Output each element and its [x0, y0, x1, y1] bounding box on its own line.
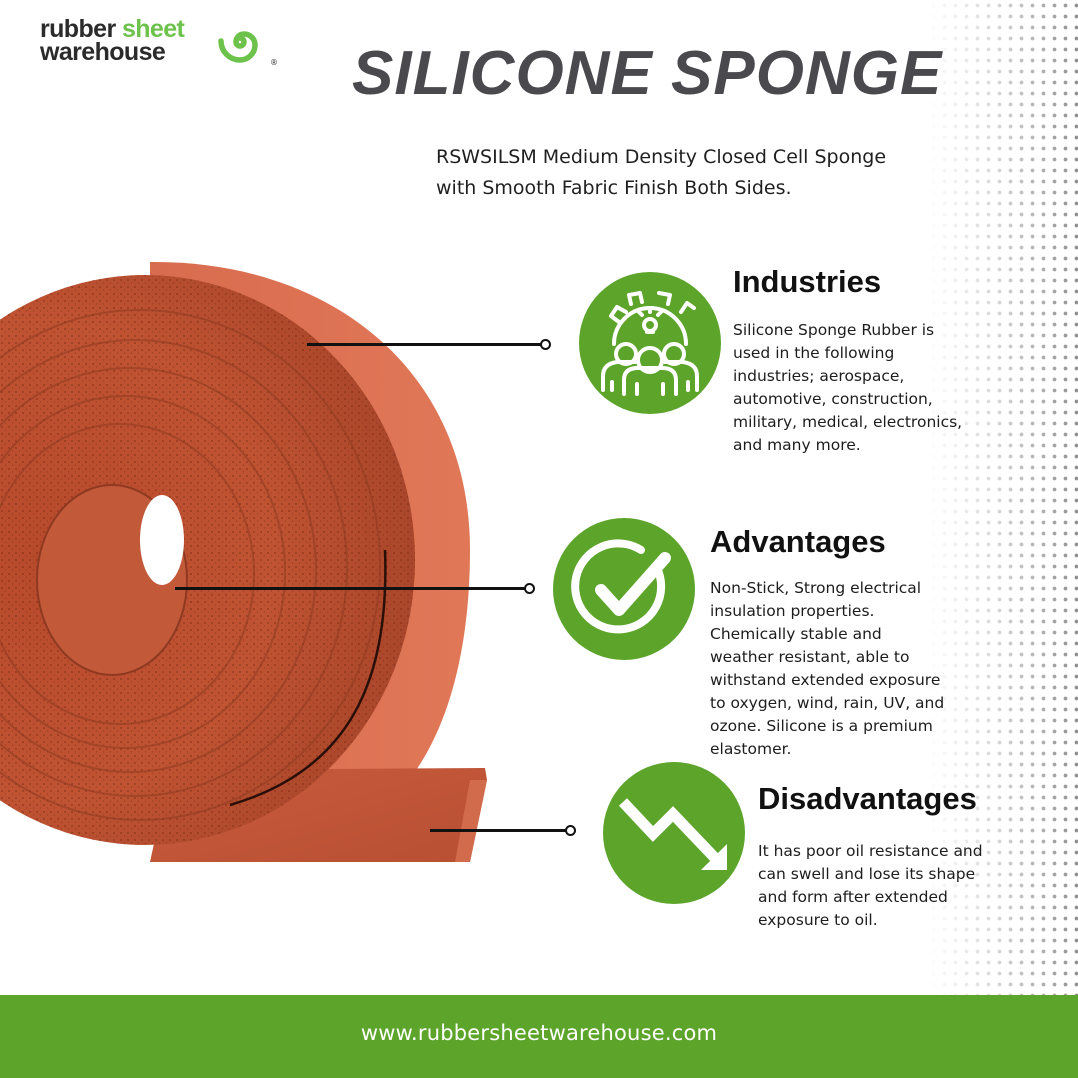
connector-dot-advantages: [524, 583, 535, 594]
text-line: It has poor oil resistance and: [758, 842, 983, 860]
feature-title-industries: Industries: [733, 264, 882, 299]
feature-text-disadvantages: It has poor oil resistance and can swell…: [758, 840, 1008, 932]
footer-bar: www.rubbersheetwarehouse.com: [0, 995, 1078, 1078]
product-image-sponge-roll: [0, 261, 487, 862]
advantages-icon-badge: [553, 518, 695, 660]
subtitle-line: RSWSILSM Medium Density Closed Cell Spon…: [436, 146, 887, 168]
text-line: to oxygen, wind, rain, UV, and: [710, 694, 945, 712]
feature-text-industries: Silicone Sponge Rubber is used in the fo…: [733, 319, 983, 457]
connector-line-advantages: [175, 587, 525, 590]
feature-title-advantages: Advantages: [710, 524, 886, 559]
team-gear-lightbulb-icon: [601, 291, 699, 396]
connector-dot-industries: [540, 339, 551, 350]
text-line: automotive, construction,: [733, 390, 933, 408]
text-line: insulation properties.: [710, 602, 875, 620]
product-subtitle: RSWSILSM Medium Density Closed Cell Spon…: [436, 142, 996, 204]
logo-word-sheet: sheet: [121, 15, 185, 43]
registered-mark: ®: [270, 58, 278, 67]
text-line: withstand extended exposure: [710, 671, 941, 689]
industries-icon-badge: [579, 272, 721, 414]
website-link[interactable]: www.rubbersheetwarehouse.com: [360, 1021, 718, 1045]
text-line: weather resistant, able to: [710, 648, 910, 666]
connector-dot-disadvantages: [565, 825, 576, 836]
logo-word-rubber: rubber: [40, 15, 116, 43]
text-line: industries; aerospace,: [733, 367, 905, 385]
logo-wordmark: rubber sheet warehouse: [40, 15, 185, 66]
connector-line-disadvantages: [430, 829, 566, 832]
text-line: and many more.: [733, 436, 861, 454]
connector-line-industries: [307, 343, 541, 346]
feature-title-disadvantages: Disadvantages: [758, 781, 977, 816]
text-line: and form after extended: [758, 888, 948, 906]
text-line: military, medical, electronics,: [733, 413, 963, 431]
page-title: SILICONE SPONGE: [352, 39, 943, 108]
text-line: used in the following: [733, 344, 895, 362]
text-line: can swell and lose its shape: [758, 865, 976, 883]
text-line: elastomer.: [710, 740, 792, 758]
text-line: exposure to oil.: [758, 911, 878, 929]
feature-text-advantages: Non-Stick, Strong electrical insulation …: [710, 577, 970, 761]
text-line: Chemically stable and: [710, 625, 882, 643]
trend-down-arrow-icon: [618, 798, 727, 870]
text-line: Silicone Sponge Rubber is: [733, 321, 935, 339]
text-line: Non-Stick, Strong electrical: [710, 579, 922, 597]
disadvantages-icon-badge: [603, 762, 745, 904]
text-line: ozone. Silicone is a premium: [710, 717, 933, 735]
brand-logo[interactable]: rubber sheet warehouse ®: [40, 15, 285, 70]
green-spiral-icon: [218, 31, 258, 63]
halftone-dot-pattern: [928, 0, 1078, 995]
logo-word-warehouse: warehouse: [40, 38, 166, 66]
check-circle-icon: [571, 539, 671, 634]
subtitle-line: with Smooth Fabric Finish Both Sides.: [436, 177, 792, 199]
